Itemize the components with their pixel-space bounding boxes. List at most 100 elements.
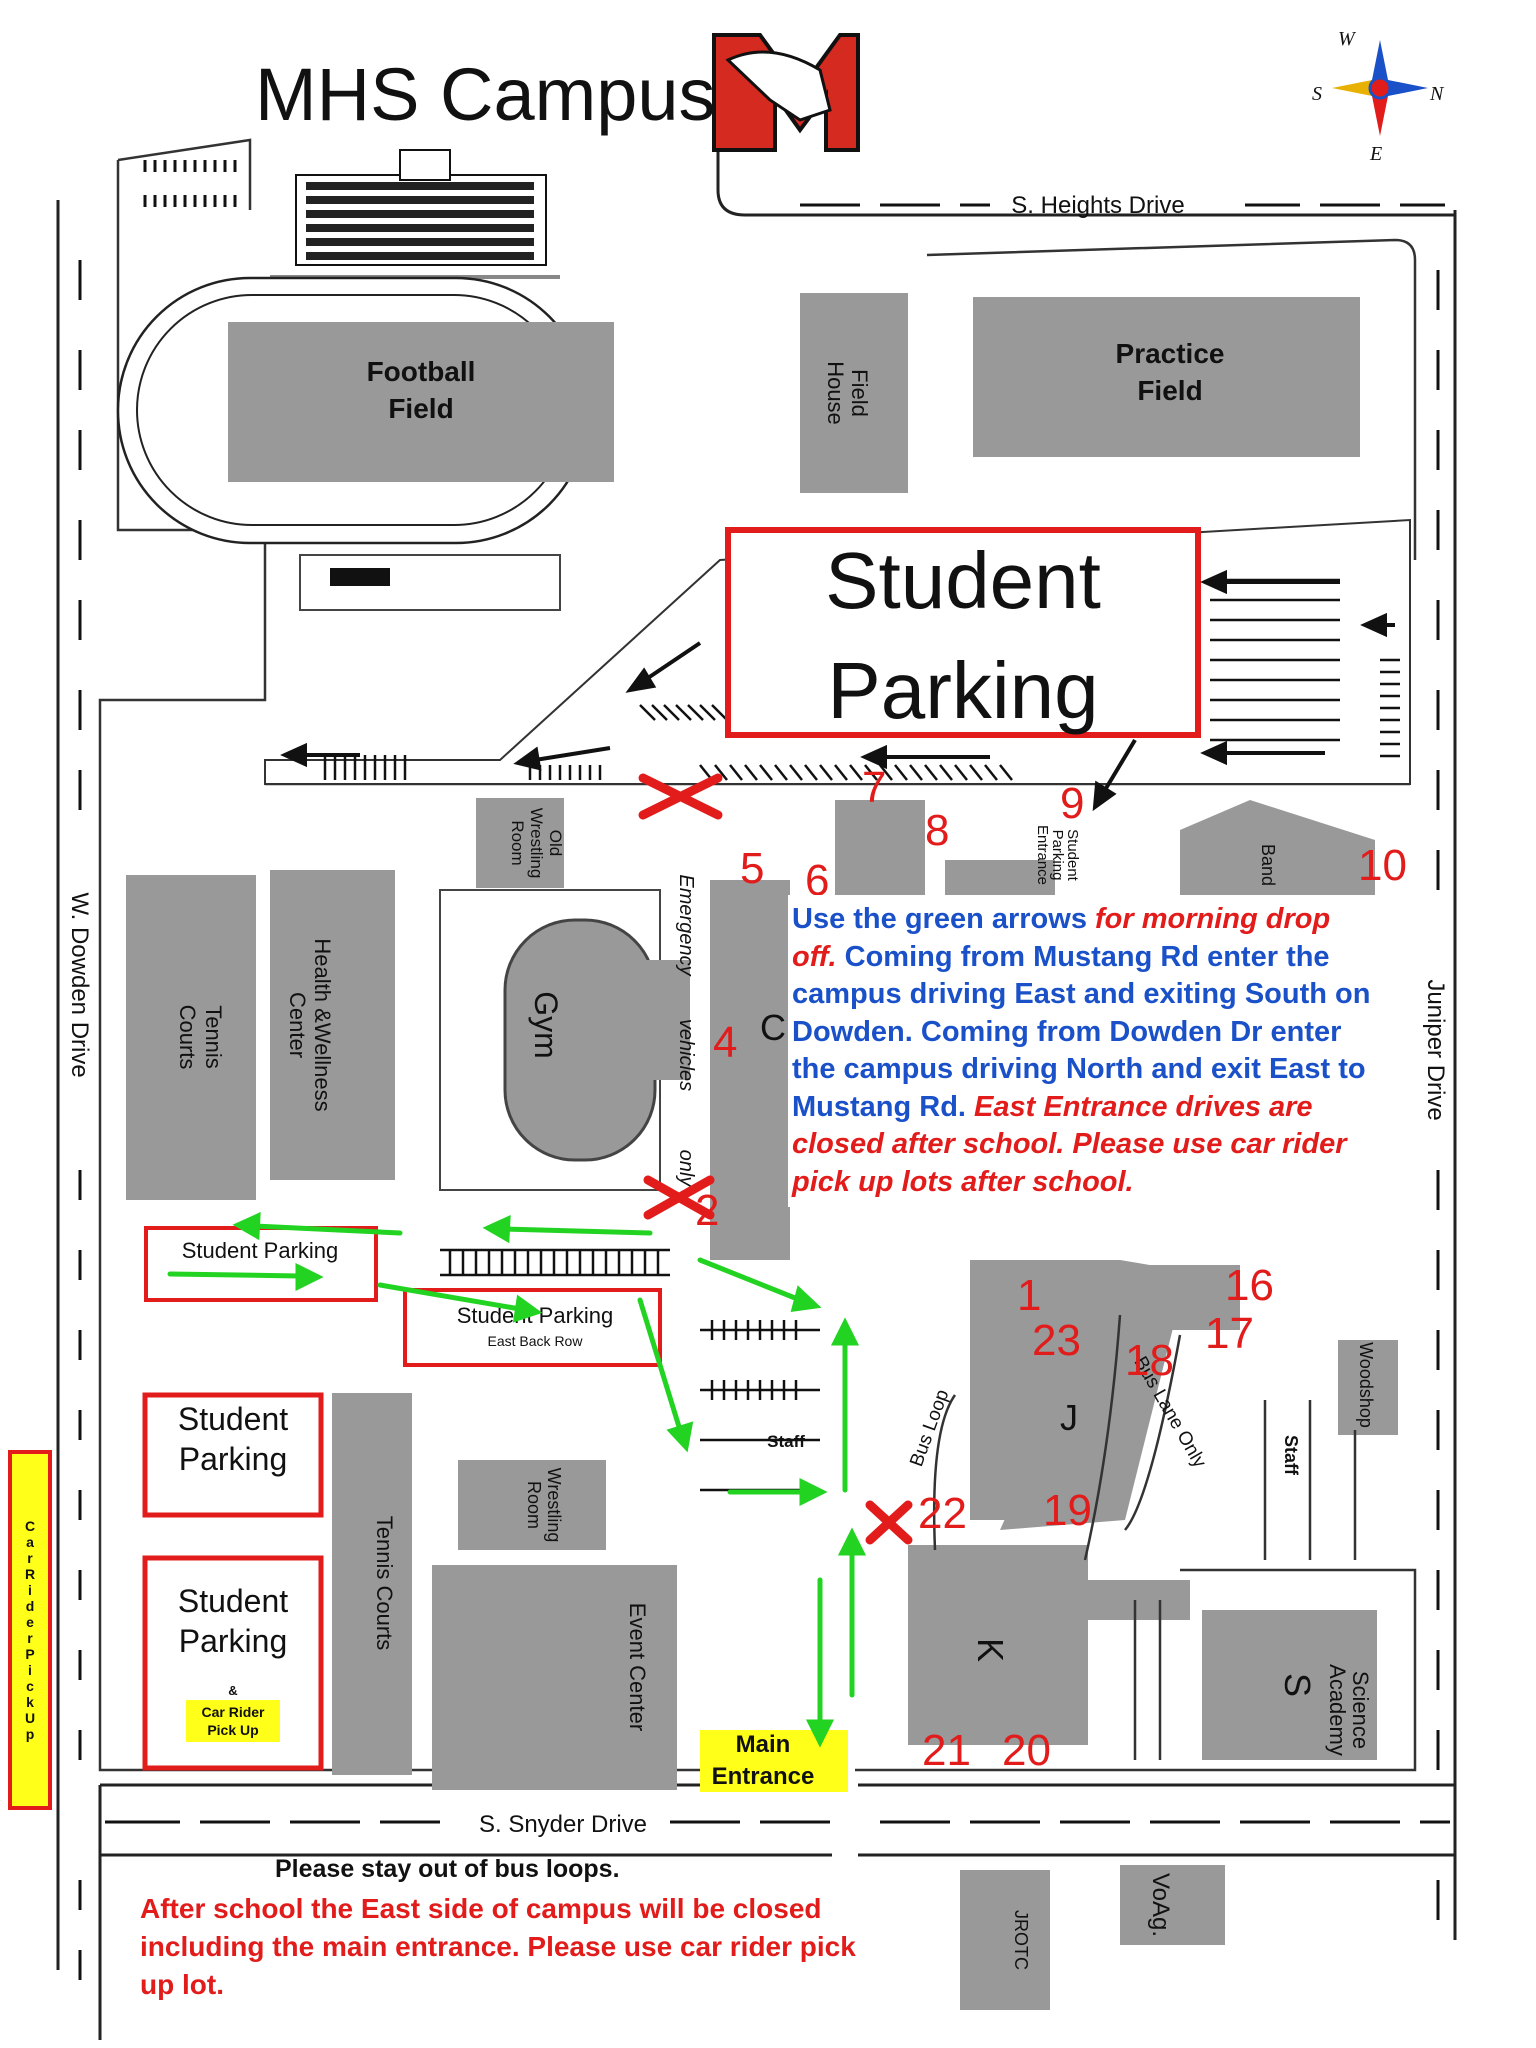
old-wrestling-label: Old bbox=[546, 830, 565, 856]
car-rider-letter: r bbox=[27, 1550, 33, 1566]
after-school-warning: After school the East side of campus wil… bbox=[140, 1893, 856, 2000]
practice-field-label: Practice bbox=[1116, 338, 1225, 369]
car-rider-letter: U bbox=[24, 1710, 36, 1726]
health-wellness-label-2: Center bbox=[285, 992, 310, 1058]
dropoff-arrows-green bbox=[167, 1212, 867, 1748]
car-rider-letter: c bbox=[26, 1678, 34, 1694]
street-label-south: S. Snyder Drive bbox=[479, 1811, 647, 1838]
field-house bbox=[800, 293, 908, 493]
s-building-label: S bbox=[1277, 1673, 1318, 1697]
car-rider-letter: e bbox=[26, 1614, 34, 1630]
center-parking-rows bbox=[440, 1248, 820, 1492]
closure-markers bbox=[638, 773, 913, 1545]
street-label-east: Juniper Drive bbox=[1422, 979, 1449, 1120]
student-parking-entrance-label-2: Parking bbox=[1049, 830, 1066, 881]
traffic-arrows-black bbox=[280, 569, 1395, 812]
compass-n: N bbox=[1429, 83, 1445, 105]
academic-buildings bbox=[710, 800, 1398, 1760]
compass-w: W bbox=[1338, 28, 1357, 50]
roads bbox=[56, 60, 1457, 2040]
car-rider-label: Car Rider bbox=[201, 1704, 265, 1720]
compass-s: S bbox=[1312, 83, 1322, 105]
car-rider-letter: k bbox=[26, 1694, 34, 1710]
student-parking-a-label: Student bbox=[178, 1401, 288, 1437]
door-number-9: 9 bbox=[1060, 779, 1084, 828]
door-number-10: 10 bbox=[1358, 841, 1407, 890]
field-house-label-2: House bbox=[823, 361, 848, 425]
football-field-label: Football bbox=[367, 356, 476, 387]
street-label-north: S. Heights Drive bbox=[1011, 192, 1184, 219]
note-part-1: Use the green arrows bbox=[792, 903, 1095, 935]
wrestling-room-label: Wrestling bbox=[544, 1468, 564, 1543]
science-academy-label-2: Academy bbox=[1325, 1664, 1350, 1756]
door-number-18: 18 bbox=[1125, 1336, 1174, 1385]
compass-rose-icon bbox=[1332, 40, 1428, 136]
door-number-4: 4 bbox=[713, 1018, 737, 1067]
voag-building bbox=[1120, 1865, 1225, 1945]
door-number-16: 16 bbox=[1225, 1261, 1274, 1310]
note-part-3: Coming from Mustang Rd enter the campus … bbox=[792, 940, 1371, 1123]
car-rider-letter: P bbox=[25, 1646, 35, 1662]
emergency-lane-label-2: vehicles bbox=[675, 1019, 697, 1091]
stadium-stands bbox=[270, 149, 560, 279]
old-wrestling-room bbox=[476, 798, 564, 888]
road-dashes bbox=[78, 203, 1450, 1980]
student-parking-main-label: Student bbox=[825, 536, 1101, 625]
practice-field bbox=[973, 297, 1360, 457]
east-lots bbox=[932, 1314, 1357, 1760]
wrestling-room bbox=[458, 1460, 606, 1550]
car-rider-amp: & bbox=[228, 1683, 237, 1698]
event-center-label: Event Center bbox=[625, 1603, 650, 1731]
staff-center-label: Staff bbox=[767, 1432, 805, 1451]
student-parking-b-label-2: Parking bbox=[179, 1623, 288, 1659]
gym-complex bbox=[439, 889, 690, 1191]
door-number-17: 17 bbox=[1205, 1309, 1254, 1358]
compass-e: E bbox=[1369, 143, 1382, 165]
k-building-label: K bbox=[970, 1638, 1011, 1662]
emergency-lane-label-3: only bbox=[675, 1150, 697, 1188]
door-number-22: 22 bbox=[918, 1489, 967, 1538]
parking-stripes-north bbox=[143, 160, 237, 207]
door-number-23: 23 bbox=[1032, 1316, 1081, 1365]
health-wellness-label: Health &Wellness bbox=[310, 938, 335, 1111]
student-parking-main-box bbox=[725, 527, 1201, 738]
student-parking-a-label-2: Parking bbox=[179, 1441, 288, 1477]
science-academy-label: Science bbox=[1348, 1671, 1373, 1749]
jrotc-label: JROTC bbox=[1011, 1910, 1031, 1970]
event-center bbox=[432, 1565, 677, 1790]
car-rider-letter: R bbox=[24, 1566, 36, 1582]
door-number-2: 2 bbox=[695, 1186, 719, 1235]
emergency-lane-label: Emergency bbox=[675, 874, 697, 976]
wrestling-room-label-2: Room bbox=[524, 1481, 544, 1529]
main-entrance-label-2: Entrance bbox=[712, 1763, 815, 1790]
football-field-label-2: Field bbox=[388, 393, 453, 424]
band-label: Band bbox=[1258, 844, 1278, 886]
bus-loop-warning: Please stay out of bus loops. bbox=[275, 1855, 620, 1883]
car-rider-letter: r bbox=[27, 1630, 33, 1646]
door-number-1: 1 bbox=[1017, 1271, 1041, 1320]
c-building-label: C bbox=[760, 1007, 786, 1048]
health-wellness-center bbox=[270, 870, 395, 1180]
tennis-courts-south-label: Tennis Courts bbox=[372, 1516, 397, 1651]
door-numbers: 1 2 4 5 6 7 8 9 10 16 17 18 19 20 21 22 … bbox=[695, 763, 1407, 1775]
student-parking-a-box bbox=[142, 1392, 324, 1518]
east-back-row-label: East Back Row bbox=[488, 1333, 584, 1349]
car-rider-letter: a bbox=[26, 1534, 34, 1550]
car-rider-letter: d bbox=[25, 1598, 35, 1614]
student-parking-entrance-label-3: Entrance bbox=[1034, 825, 1051, 885]
car-rider-letter: i bbox=[28, 1662, 32, 1678]
note-part-4: East Entrance drives are closed after sc… bbox=[792, 1090, 1347, 1198]
car-rider-pickup-badge bbox=[186, 1700, 280, 1742]
door-number-7: 7 bbox=[862, 763, 886, 812]
student-parking-b-label: Student bbox=[178, 1583, 288, 1619]
tennis-courts-west-label-2: Courts bbox=[175, 1005, 200, 1070]
main-entrance-label: Main bbox=[736, 1731, 791, 1758]
street-label-west: W. Dowden Drive bbox=[66, 892, 93, 1077]
bus-loop-label: Bus Loop bbox=[906, 1387, 953, 1470]
door-number-5: 5 bbox=[740, 844, 764, 893]
dropoff-instructions: Use the green arrows for morning drop of… bbox=[788, 895, 1386, 1207]
car-rider-letter: i bbox=[28, 1582, 32, 1598]
car-rider-letter: p bbox=[25, 1726, 35, 1742]
practice-field-label-2: Field bbox=[1137, 375, 1202, 406]
